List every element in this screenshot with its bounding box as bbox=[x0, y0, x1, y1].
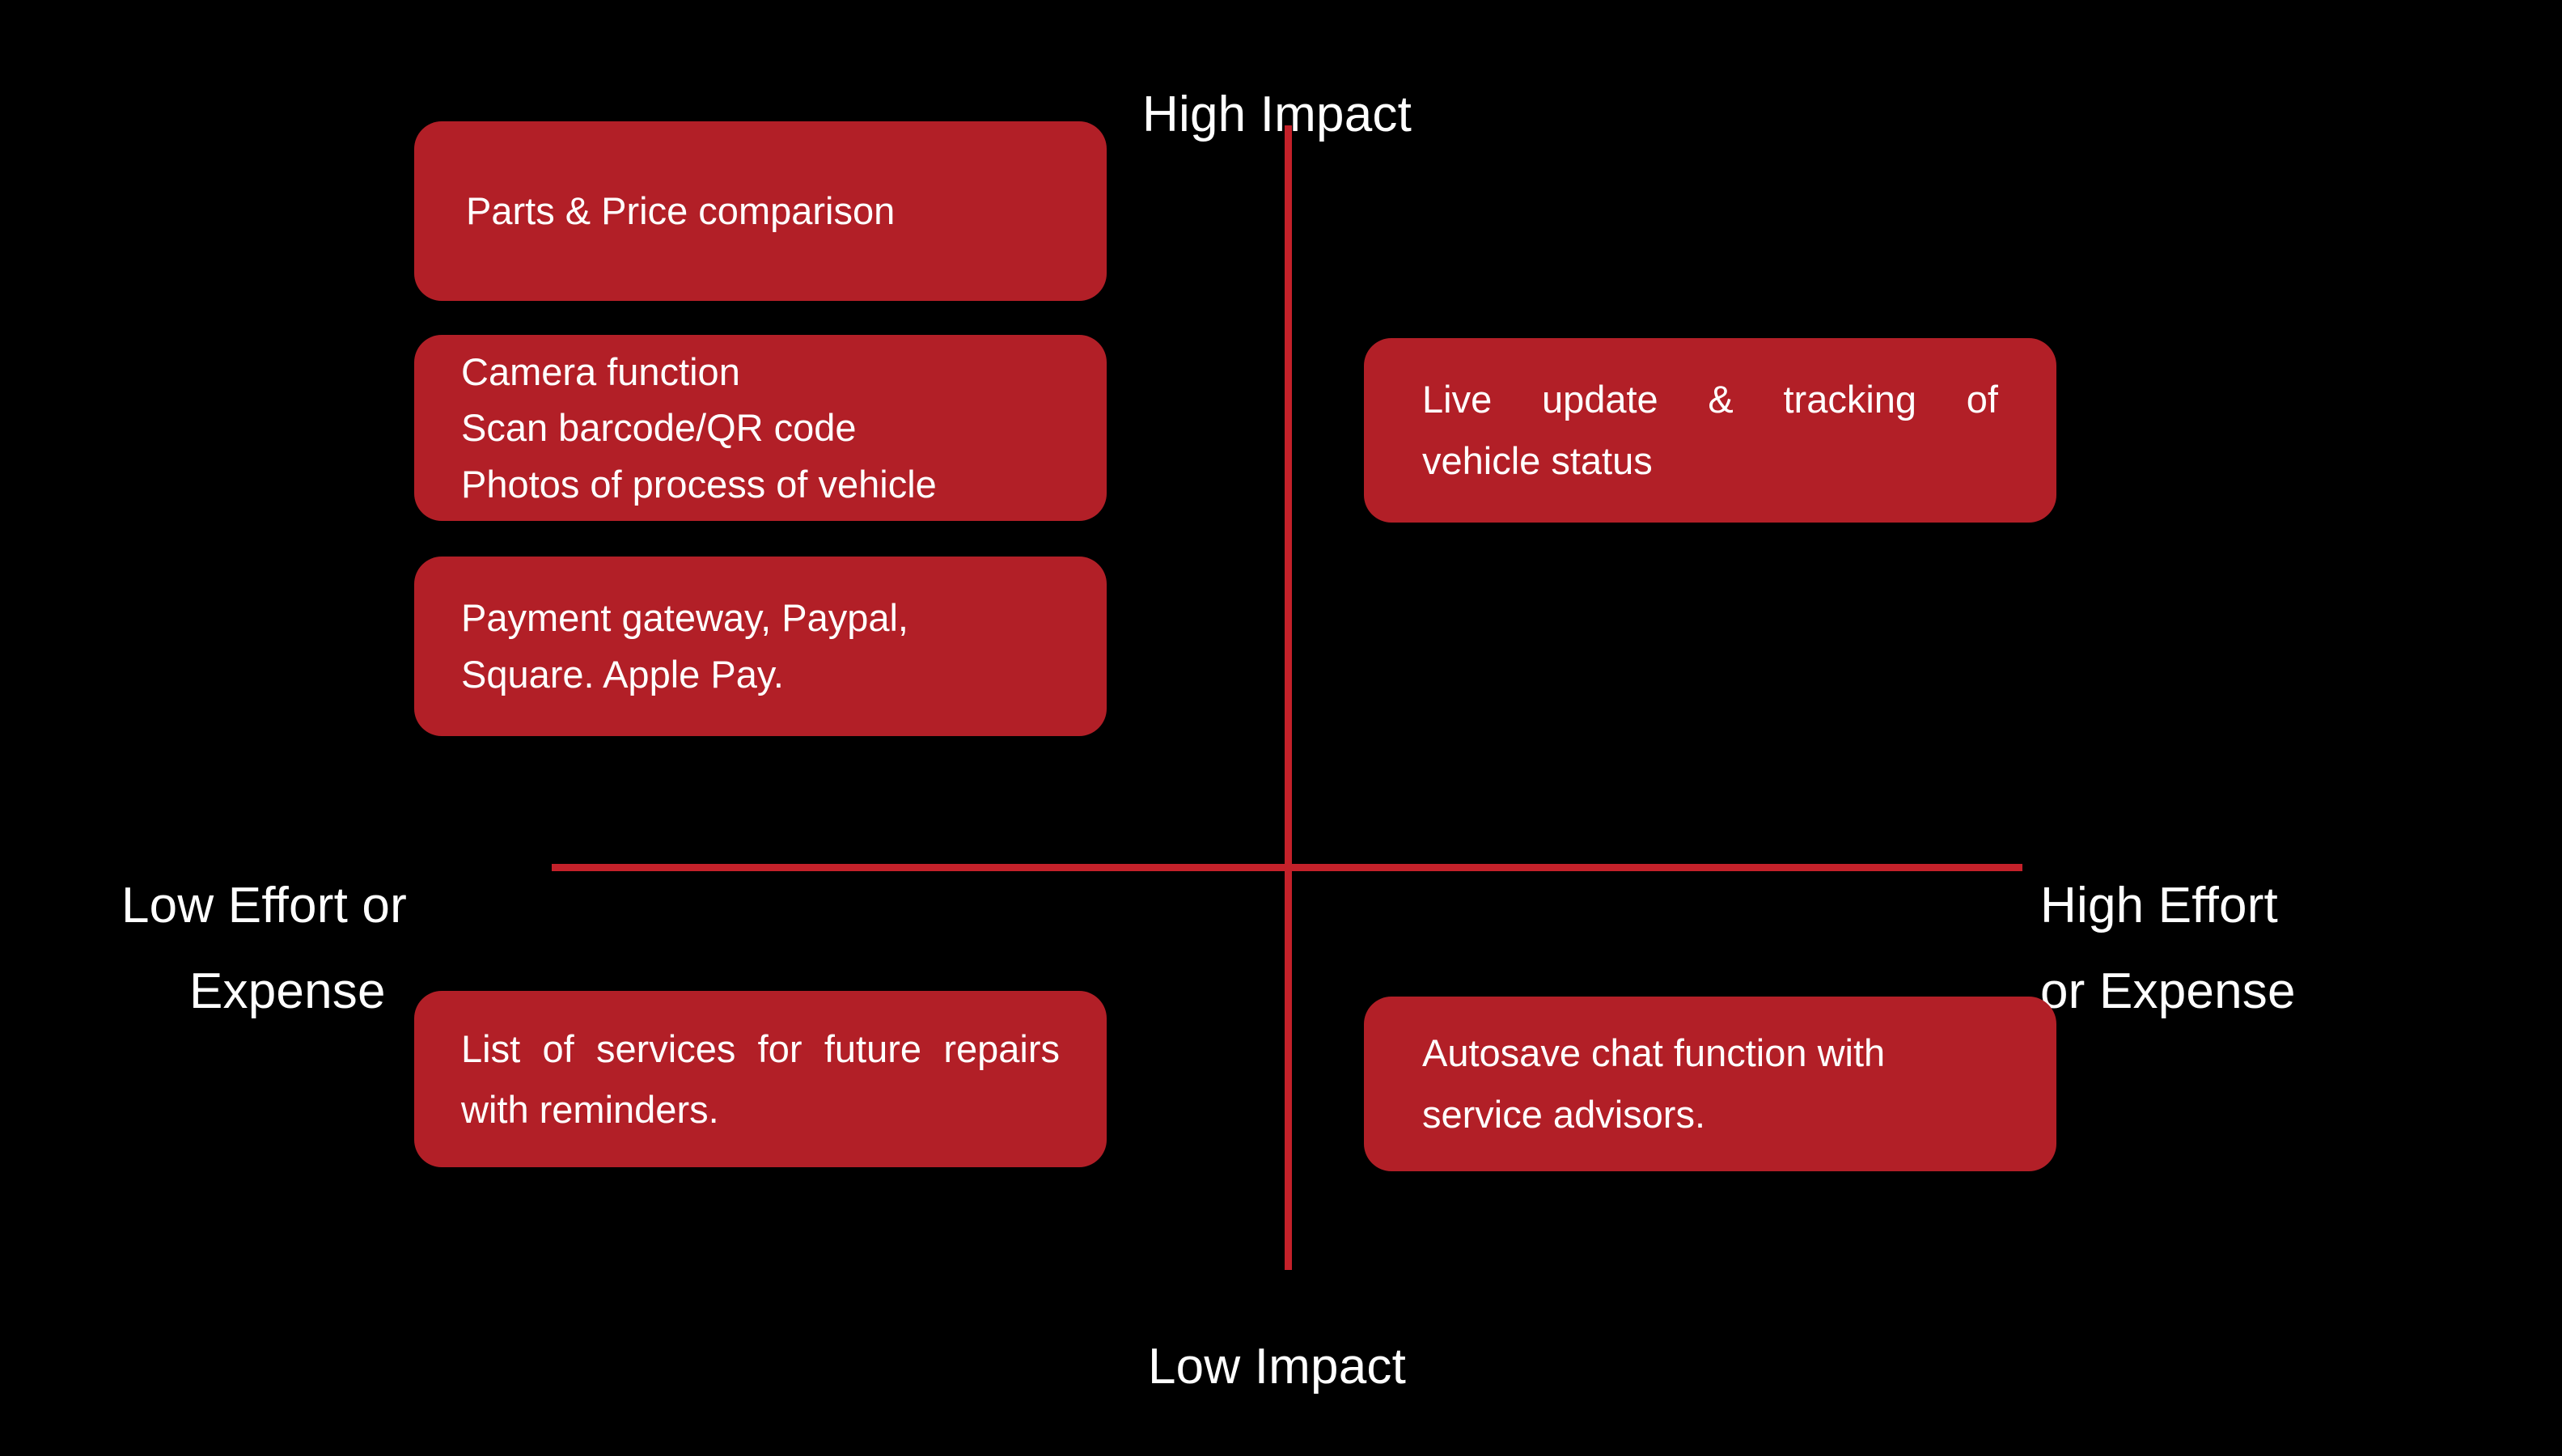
card-camera-line3: Photos of process of vehicle bbox=[461, 462, 937, 506]
vertical-axis-line bbox=[1285, 125, 1292, 1270]
card-camera-line1: Camera function bbox=[461, 350, 740, 394]
card-payment-line2: Square. Apple Pay. bbox=[461, 653, 784, 696]
axis-label-high-impact: High Impact bbox=[0, 36, 2562, 141]
card-live-update-tracking[interactable]: Live update & tracking of vehicle status bbox=[1364, 338, 2056, 523]
axis-label-low-impact: Low Impact bbox=[0, 1288, 2562, 1393]
card-services-list-reminders[interactable]: List of services for future repairs with… bbox=[414, 991, 1107, 1167]
axis-label-high-effort: High Effort or Expense bbox=[2040, 777, 2493, 1122]
axis-label-high-impact-text: High Impact bbox=[1142, 87, 1412, 143]
horizontal-axis-line bbox=[552, 864, 2022, 871]
card-parts-price-comparison[interactable]: Parts & Price comparison bbox=[414, 121, 1107, 301]
axis-label-low-effort: Low Effort or Expense bbox=[121, 777, 574, 1122]
card-live-line2: vehicle status bbox=[1422, 439, 1653, 482]
axis-label-high-effort-line1: High Effort bbox=[2040, 877, 2278, 933]
card-autosave-chat[interactable]: Autosave chat function with service advi… bbox=[1364, 997, 2056, 1171]
card-autosave-line1: Autosave chat function with bbox=[1422, 1031, 1886, 1074]
card-camera-line2: Scan barcode/QR code bbox=[461, 406, 857, 450]
card-autosave-line2: service advisors. bbox=[1422, 1093, 1705, 1136]
axis-label-low-effort-line1: Low Effort or bbox=[121, 877, 407, 933]
card-payment-gateway[interactable]: Payment gateway, Paypal, Square. Apple P… bbox=[414, 557, 1107, 736]
card-list-line2: with reminders. bbox=[461, 1088, 719, 1131]
axis-label-low-impact-text: Low Impact bbox=[1147, 1339, 1407, 1395]
axis-label-low-effort-line2: Expense bbox=[189, 963, 386, 1020]
card-parts-line1: Parts & Price comparison bbox=[466, 189, 896, 233]
card-camera-function[interactable]: Camera function Scan barcode/QR code Pho… bbox=[414, 335, 1107, 521]
card-list-line1: List of services for future repairs bbox=[461, 1026, 1060, 1070]
card-live-line1: Live update & tracking of bbox=[1422, 377, 1998, 421]
card-payment-line1: Payment gateway, Paypal, bbox=[461, 596, 908, 640]
axis-label-high-effort-line2: or Expense bbox=[2040, 963, 2296, 1020]
